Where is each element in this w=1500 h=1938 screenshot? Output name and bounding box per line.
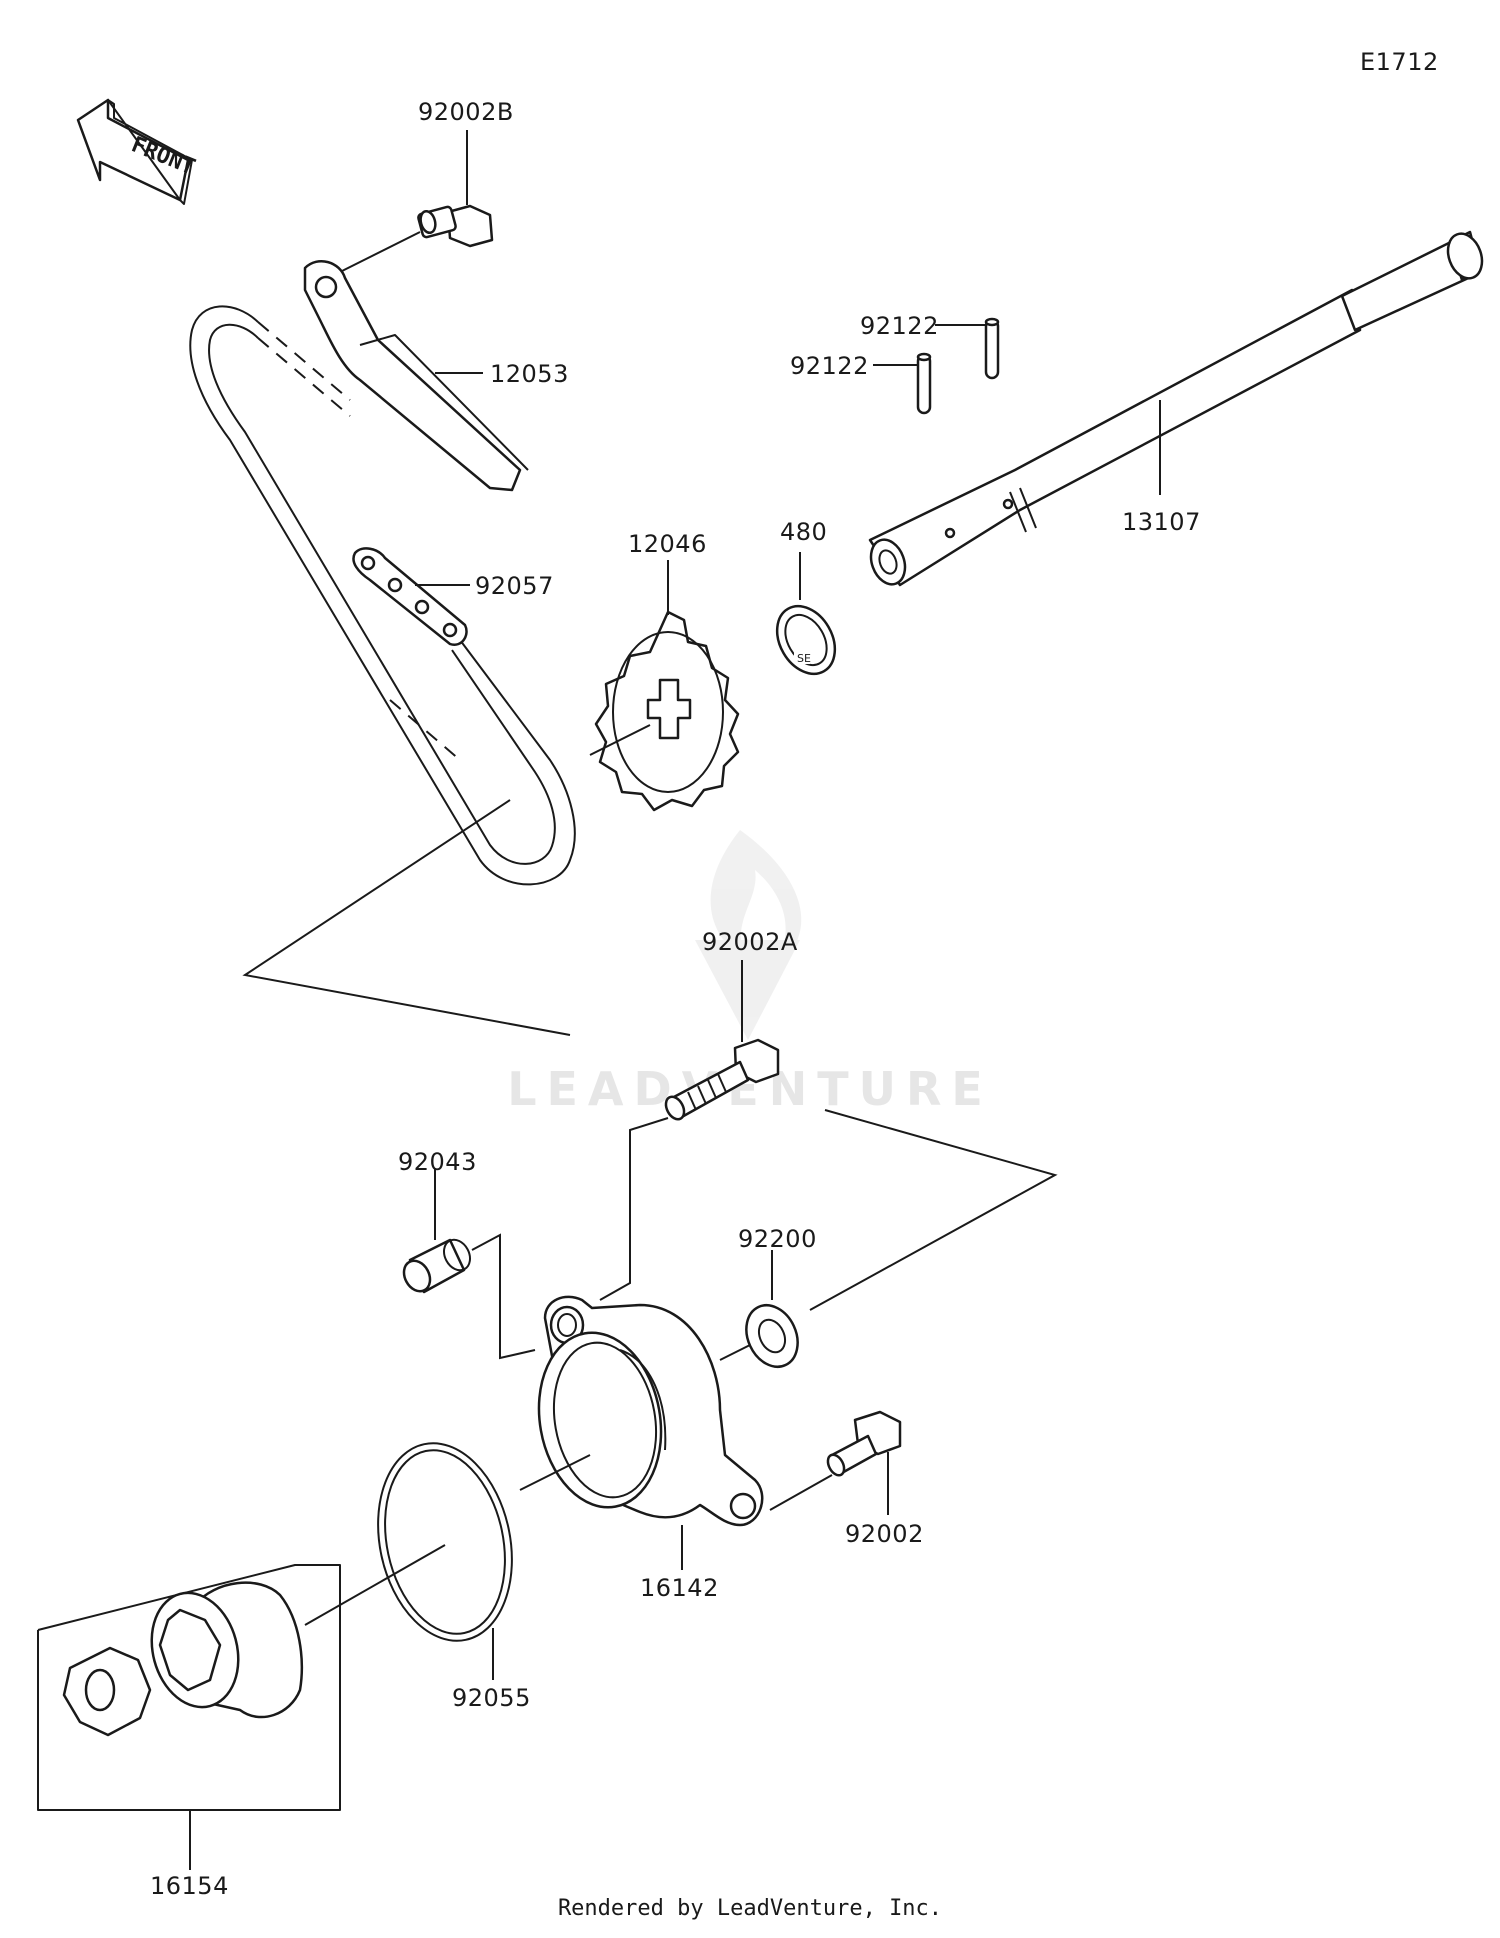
sprocket-12046-icon: [594, 610, 740, 812]
callout-12046[interactable]: 12046: [628, 530, 707, 558]
leader-92200-to-housing: [719, 1344, 751, 1361]
leader-sprocket-to-chain: [589, 724, 651, 756]
watermark-logo: [695, 830, 802, 1040]
leader-housing-to-oring: [519, 1454, 591, 1491]
callout-92057[interactable]: 92057: [475, 572, 554, 600]
callout-92002[interactable]: 92002: [845, 1520, 924, 1548]
callout-92122b[interactable]: 92122: [790, 352, 869, 380]
leader-oring-to-rotor: [304, 1544, 446, 1626]
callout-13107[interactable]: 13107: [1122, 508, 1201, 536]
leader-92043-to-housing: [471, 1233, 536, 1360]
pin-92122a-icon: [984, 317, 1000, 380]
dowel-pin-92043-icon: [402, 1238, 471, 1294]
bolt-92002-icon: [826, 1410, 902, 1477]
section-divider-top: [242, 799, 571, 1036]
callout-16154[interactable]: 16154: [150, 1872, 229, 1900]
front-arrow-icon: FRONT: [76, 98, 199, 205]
leader-92002-to-housing: [769, 1474, 833, 1511]
callout-92200[interactable]: 92200: [738, 1225, 817, 1253]
chain-guide-12053-icon: [303, 259, 529, 492]
leader-92002B-to-guide: [339, 231, 421, 273]
callout-92055[interactable]: 92055: [452, 1684, 531, 1712]
bolt-92002B-icon: [417, 204, 494, 248]
chain-link-92057-icon: [352, 547, 468, 646]
diagram-code: E1712: [1360, 48, 1439, 76]
svg-text:SE: SE: [797, 652, 811, 665]
callout-92043[interactable]: 92043: [398, 1148, 477, 1176]
footer-credit: Rendered by LeadVenture, Inc.: [557, 1896, 943, 1921]
o-ring-92055-icon: [377, 1442, 513, 1642]
washer-92200-icon: [745, 1304, 799, 1368]
circlip-480-icon: SE: [775, 604, 837, 676]
shaft-13107-icon: [868, 230, 1484, 587]
pin-92122b-icon: [916, 352, 932, 415]
leader-92002A-to-housing: [599, 1117, 669, 1301]
bolt-92002A-icon: [664, 1038, 780, 1121]
callout-92122a[interactable]: 92122: [860, 312, 939, 340]
callout-480[interactable]: 480: [780, 518, 828, 546]
callout-92002B[interactable]: 92002B: [418, 98, 514, 126]
callout-16142[interactable]: 16142: [640, 1574, 719, 1602]
section-divider-right: [809, 1109, 1058, 1311]
pump-housing-16142-icon: [537, 1295, 764, 1527]
callout-12053[interactable]: 12053: [490, 360, 569, 388]
callout-92002A[interactable]: 92002A: [702, 928, 798, 956]
chain-loop-icon: [189, 305, 576, 886]
rotor-set-16154-icon: [37, 1564, 341, 1811]
